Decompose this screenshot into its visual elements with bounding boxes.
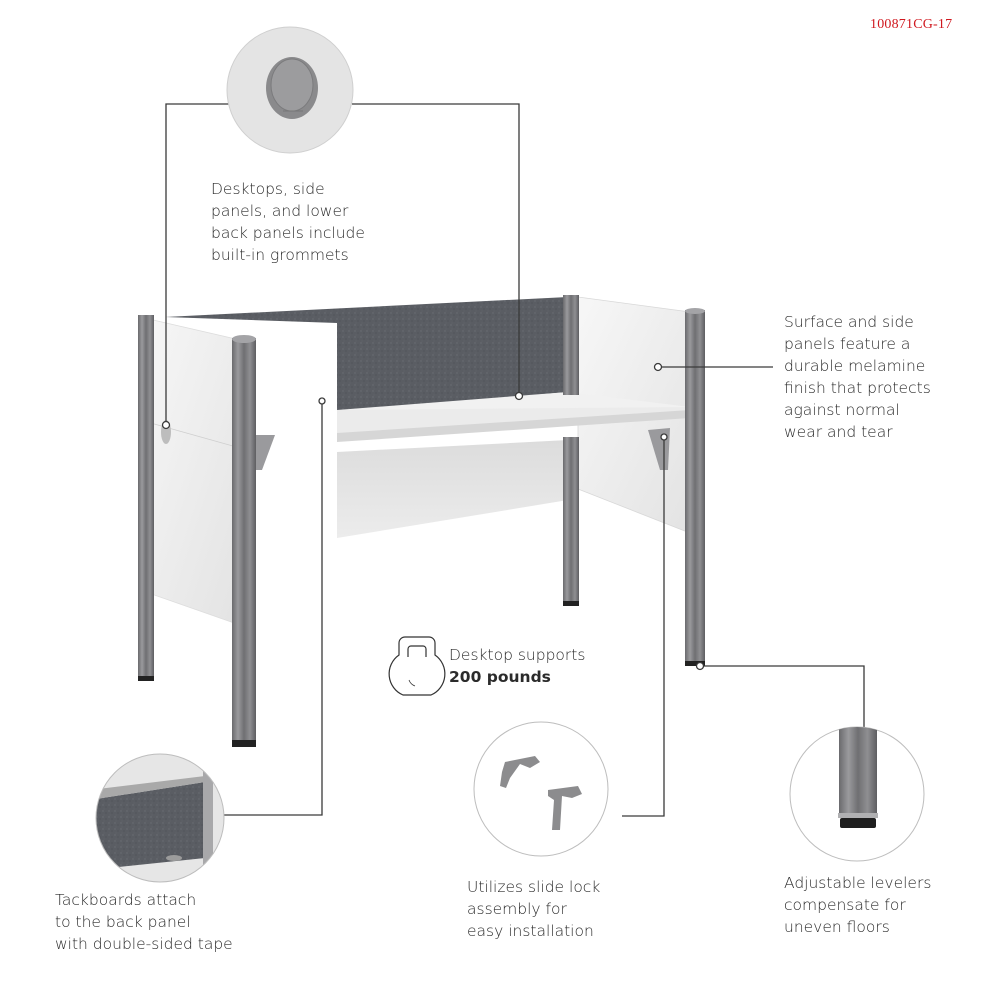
callout-grommets-text: Desktops, side panels, and lower back pa… [211, 178, 365, 266]
bracket-detail-icon [473, 721, 609, 857]
callout-line: panels, and lower [211, 202, 349, 220]
callout-line: Tackboards attach [55, 891, 197, 909]
kettlebell-icon [388, 636, 446, 696]
callout-line: Utilizes slide lock [467, 878, 601, 896]
tackboard-detail-icon [95, 753, 225, 883]
callout-line: Desktops, side [211, 180, 325, 198]
callout-line: to the back panel [55, 913, 191, 931]
callout-line: back panels include [211, 224, 365, 242]
callout-slide-lock-text: Utilizes slide lock assembly for easy in… [467, 876, 600, 942]
callout-line: Surface and side [784, 313, 914, 331]
callout-line: assembly for [467, 900, 567, 918]
callout-line: with double-sided tape [55, 935, 233, 953]
callout-line: Desktop supports [449, 646, 586, 664]
callout-leader-lines [161, 103, 865, 817]
callout-line: finish that protects [784, 379, 931, 397]
callout-line: durable melamine [784, 357, 926, 375]
post-back-middle [563, 295, 579, 606]
callout-levelers-text: Adjustable levelers compensate for uneve… [784, 872, 931, 938]
callout-line: against normal [784, 401, 900, 419]
callout-line: uneven floors [784, 918, 890, 936]
callout-line: panels feature a [784, 335, 911, 353]
desktop-surface [337, 392, 690, 442]
product-sku-label: 100871CG-17 [870, 17, 953, 32]
weight-capacity-value: 200 pounds [449, 668, 551, 686]
lower-back-panel [337, 440, 568, 538]
post-back-left [138, 315, 154, 681]
callout-line: built-in grommets [211, 246, 349, 264]
back-tackboard-panel [165, 297, 568, 412]
left-side-panel [139, 316, 241, 626]
callout-weight-text: Desktop supports 200 pounds [449, 644, 585, 688]
post-front-right [685, 308, 705, 666]
callout-line: Adjustable levelers [784, 874, 932, 892]
callout-tackboards-text: Tackboards attach to the back panel with… [55, 889, 233, 955]
post-front-left [232, 335, 256, 747]
leveler-detail-icon [789, 726, 925, 862]
callout-line: easy installation [467, 922, 594, 940]
callout-melamine-text: Surface and side panels feature a durabl… [784, 311, 931, 443]
callout-line: wear and tear [784, 423, 893, 441]
callout-line: compensate for [784, 896, 906, 914]
grommet-detail-icon [226, 26, 354, 154]
